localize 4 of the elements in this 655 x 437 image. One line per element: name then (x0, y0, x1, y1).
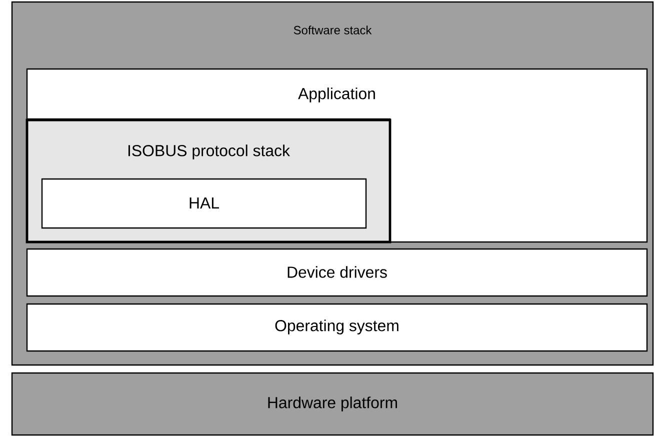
layer-box: Hardware platform (11, 372, 654, 436)
layer-box: Operating system (26, 303, 648, 352)
layer-box: Device drivers (26, 248, 648, 297)
layer-box: HAL (41, 178, 367, 229)
